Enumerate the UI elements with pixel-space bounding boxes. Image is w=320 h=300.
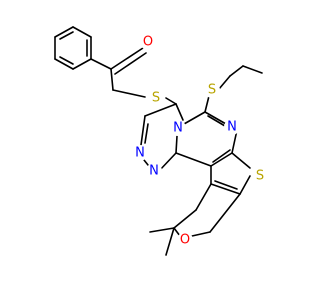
bond-32 <box>242 65 263 74</box>
atom-s-propyl-label: S <box>208 83 216 98</box>
bond-12 <box>110 68 114 91</box>
atom-o-ketone: O <box>140 34 156 50</box>
bond-33 <box>231 152 251 169</box>
bond-14 <box>165 97 177 105</box>
bond-35 <box>210 183 241 195</box>
bond-4 <box>54 58 74 70</box>
bond-1 <box>72 26 92 38</box>
atom-s-thiophene: S <box>252 168 268 184</box>
bond-15 <box>175 103 184 121</box>
bond-30 <box>218 75 231 90</box>
bond-3 <box>72 58 92 70</box>
bond-18 <box>143 159 149 166</box>
bond-22 <box>183 111 206 125</box>
bond-layer <box>54 26 263 256</box>
bond-38 <box>195 183 212 211</box>
atom-n-ring-bridge: N <box>170 120 186 136</box>
bond-23 <box>204 111 227 125</box>
atom-n-triazole-right-label: N <box>149 164 159 179</box>
bond-9 <box>90 58 112 70</box>
atom-n-pyrimidine-label: N <box>227 120 237 135</box>
bond-43 <box>149 227 175 233</box>
atom-o-ketone-label: O <box>143 35 153 50</box>
bond-34 <box>239 175 251 195</box>
bond-21 <box>144 123 149 144</box>
bond-31 <box>229 65 244 77</box>
atom-s-thioether-acyl: S <box>148 90 164 106</box>
molecule-structure: O S S N N N N <box>54 26 268 256</box>
bond-40 <box>173 227 181 237</box>
bond-26 <box>175 152 212 167</box>
atom-s-thioether-acyl-label: S <box>152 91 160 106</box>
atom-n-triazole-left-label: N <box>135 146 145 161</box>
atom-s-thiophene-label: S <box>256 169 264 184</box>
atom-n-ring-bridge-label: N <box>173 121 183 136</box>
atom-n-pyrimidine: N <box>224 119 240 135</box>
bond-16 <box>144 103 177 117</box>
bond-13 <box>112 89 146 98</box>
bond-0 <box>54 26 74 38</box>
bond-42 <box>209 193 241 233</box>
bond-10 <box>110 47 144 70</box>
bond-11 <box>114 52 147 75</box>
bond-29 <box>204 95 210 113</box>
bond-24 <box>231 129 238 154</box>
atom-s-propyl: S <box>204 82 220 98</box>
bond-39 <box>173 209 197 229</box>
atom-o-pyran-label: O <box>180 233 190 248</box>
atom-o-pyran: O <box>177 232 193 248</box>
bond-44 <box>165 227 175 256</box>
atom-n-triazole-right: N <box>146 163 162 179</box>
atom-layer: O S S N N N N <box>132 34 268 248</box>
molecule-diagram: O S S N N N N <box>54 26 268 256</box>
bond-17 <box>140 115 146 146</box>
bond-41 <box>191 231 211 237</box>
bond-27 <box>207 115 226 127</box>
bond-25 <box>210 152 233 167</box>
bond-6 <box>59 31 74 40</box>
atom-n-triazole-left: N <box>132 145 148 161</box>
bond-19 <box>158 152 177 172</box>
bond-8 <box>59 56 74 65</box>
bond-28 <box>212 149 231 163</box>
bond-37 <box>214 180 238 190</box>
bond-20 <box>175 135 178 154</box>
